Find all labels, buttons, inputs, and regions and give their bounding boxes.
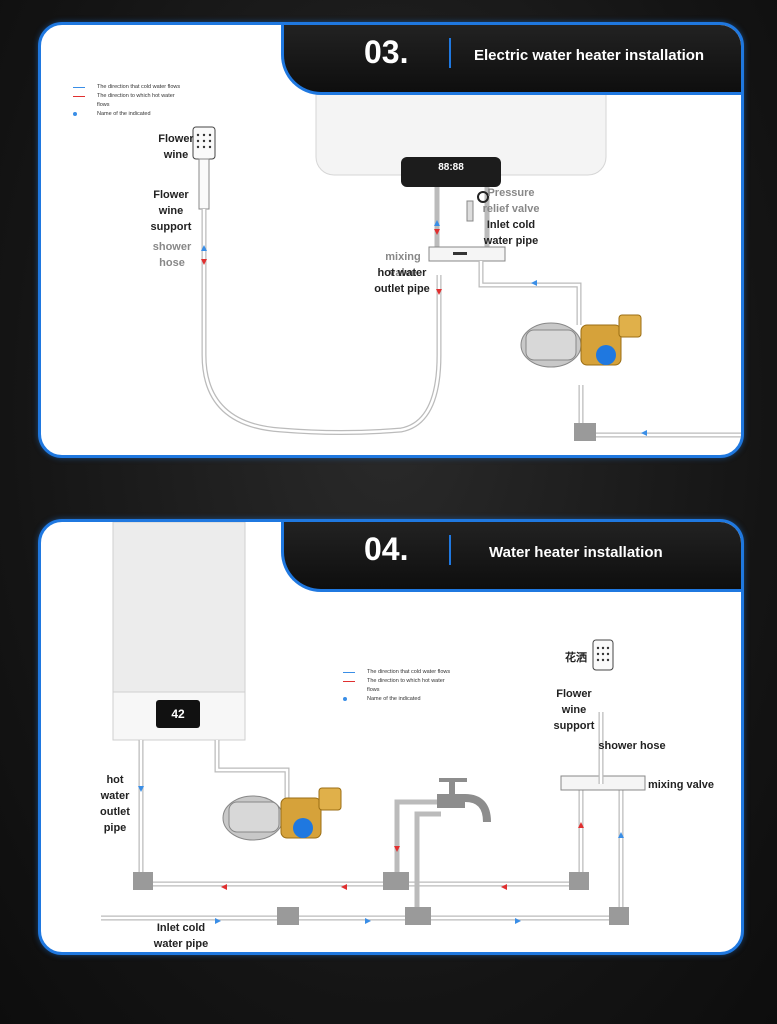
section-header-03: 03. Electric water heater installation bbox=[281, 25, 741, 95]
label-hot-water-outlet-pipe: hot water outlet pipe bbox=[374, 267, 430, 295]
section-title: Electric water heater installation bbox=[474, 47, 705, 64]
label-mixing-valve: mixing valve bbox=[385, 251, 421, 279]
diagram-03 bbox=[192, 74, 741, 441]
label-flower-wine: Flower wine bbox=[158, 133, 194, 161]
legend-name: Name of the indicated bbox=[367, 696, 421, 702]
label-shower-hose: shower hose bbox=[598, 740, 666, 752]
booster-pump-icon bbox=[222, 787, 342, 841]
panel-water-heater: 04. Water heater installation The direct… bbox=[38, 519, 744, 955]
label-shower-cn: 花洒 bbox=[565, 652, 587, 664]
legend-hot: The direction to which hot water flows bbox=[367, 678, 445, 693]
label-mixing-valve: mixing valve bbox=[647, 779, 715, 791]
section-header-04: 04. Water heater installation bbox=[281, 522, 741, 592]
legend: The direction that cold water flows The … bbox=[73, 83, 183, 119]
section-title: Water heater installation bbox=[489, 544, 663, 561]
label-flower-wine-support: Flower wine support bbox=[150, 189, 192, 233]
label-flower-wine-support: Flower wine support bbox=[553, 688, 595, 732]
label-inlet-cold-water-pipe: Inlet cold water pipe bbox=[483, 219, 539, 247]
heater-display-panel bbox=[401, 157, 501, 187]
legend-cold: The direction that cold water flows bbox=[367, 669, 451, 675]
legend: The direction that cold water flows The … bbox=[343, 668, 453, 704]
diagram-04 bbox=[101, 522, 646, 925]
panel-electric-water-heater: 03. Electric water heater installation T… bbox=[38, 22, 744, 458]
header-divider bbox=[449, 535, 451, 565]
legend-name: Name of the indicated bbox=[97, 111, 151, 117]
label-inlet-cold-water-pipe: Inlet cold water pipe bbox=[153, 922, 209, 950]
label-hot-water-outlet-pipe: hot water outlet pipe bbox=[100, 774, 130, 834]
heater-display-readout: 42 bbox=[171, 707, 185, 721]
section-number: 04. bbox=[364, 531, 409, 567]
legend-hot: The direction to which hot water flows bbox=[97, 93, 175, 108]
heater-display-readout: 88:88 bbox=[438, 162, 464, 173]
heater-display-panel bbox=[156, 700, 200, 728]
shower-hose-line bbox=[201, 209, 442, 435]
legend-cold: The direction that cold water flows bbox=[97, 84, 181, 90]
pressure-relief-valve-icon bbox=[477, 191, 489, 203]
booster-pump-icon bbox=[520, 314, 642, 368]
faucet-icon bbox=[437, 778, 491, 823]
section-number: 03. bbox=[364, 34, 409, 70]
header-divider bbox=[449, 38, 451, 68]
label-pressure-relief-valve: Pressure relief valve bbox=[482, 187, 540, 215]
label-shower-hose: shower hose bbox=[152, 241, 192, 269]
